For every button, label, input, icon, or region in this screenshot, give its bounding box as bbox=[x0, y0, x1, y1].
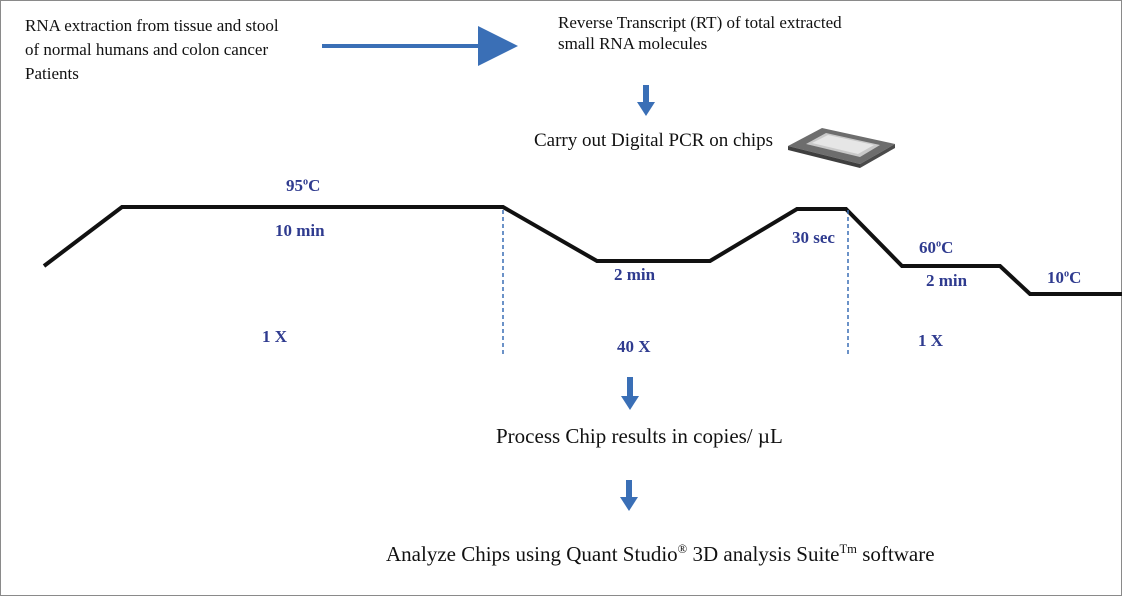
degree-symbol: o bbox=[303, 176, 309, 188]
analyze-text-1: Analyze Chips using Quant Studio bbox=[386, 542, 678, 566]
celsius-unit: C bbox=[308, 176, 321, 195]
time-10min-label: 10 min bbox=[275, 221, 325, 240]
step-process: Process Chip results in copies/ µL bbox=[496, 424, 783, 448]
thermal-profile-line bbox=[42, 205, 1122, 296]
time-2min-final-label: 2 min bbox=[926, 271, 968, 290]
temp-10-value: 10 bbox=[1047, 268, 1064, 287]
step-extraction-line1: RNA extraction from tissue and stool bbox=[25, 16, 279, 35]
cycles-1x-final-label: 1 X bbox=[918, 331, 944, 350]
time-30sec-label: 30 sec bbox=[792, 228, 835, 247]
registered-mark: ® bbox=[677, 542, 688, 556]
step-analyze: Analyze Chips using Quant Studio® 3D ana… bbox=[386, 542, 935, 567]
analyze-text-3: software bbox=[856, 542, 935, 566]
down-arrow-icon bbox=[637, 85, 655, 116]
cycles-40x-label: 40 X bbox=[617, 337, 651, 356]
temp-10-label: 10oC bbox=[1047, 268, 1081, 288]
degree-symbol: o bbox=[936, 238, 942, 250]
trademark-mark: Tm bbox=[839, 542, 857, 556]
temp-95-value: 95 bbox=[286, 176, 303, 195]
down-arrow-icon bbox=[620, 480, 638, 511]
temp-60-value: 60 bbox=[919, 238, 936, 257]
temp-60-label: 60oC bbox=[919, 238, 953, 258]
step-extraction: RNA extraction from tissue and stool of … bbox=[25, 14, 279, 86]
celsius-unit: C bbox=[1069, 268, 1082, 287]
celsius-unit: C bbox=[941, 238, 954, 257]
step-rt-line1: Reverse Transcript (RT) of total extract… bbox=[558, 13, 842, 32]
temp-95-label: 95oC bbox=[286, 176, 320, 196]
degree-symbol: o bbox=[1064, 268, 1070, 280]
step-extraction-line2: of normal humans and colon cancer bbox=[25, 40, 269, 59]
time-2min-anneal-label: 2 min bbox=[614, 265, 656, 284]
down-arrow-icon bbox=[621, 377, 639, 410]
cycles-1x-initial-label: 1 X bbox=[262, 327, 288, 346]
step-dpcr: Carry out Digital PCR on chips bbox=[534, 130, 774, 151]
pcr-chip-icon bbox=[788, 128, 895, 168]
analyze-text-2: 3D analysis Suite bbox=[687, 542, 840, 566]
step-extraction-line3: Patients bbox=[25, 64, 79, 83]
step-rt-line2: small RNA molecules bbox=[558, 34, 708, 53]
step-rt: Reverse Transcript (RT) of total extract… bbox=[558, 12, 842, 54]
